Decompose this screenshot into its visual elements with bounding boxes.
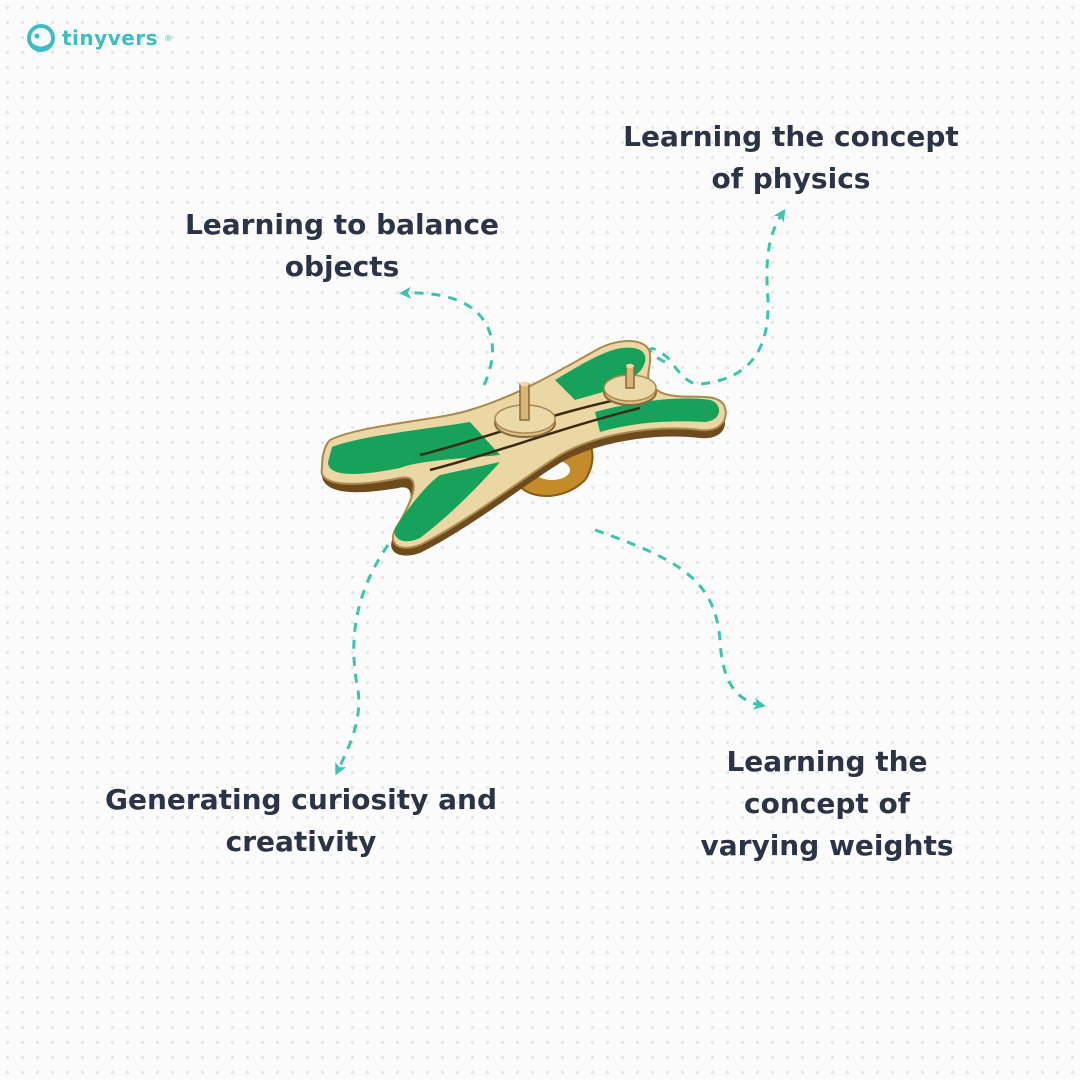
tinyvers-logo-icon — [27, 24, 55, 52]
brand-logo: tinyvers ® — [26, 24, 172, 52]
brand-name: tinyvers — [62, 26, 159, 50]
wooden-balance-toy — [320, 340, 727, 556]
label-varying-weights: Learning the concept of varying weights — [700, 745, 954, 862]
arrow-to-curiosity — [335, 544, 390, 776]
arrow-to-weights — [594, 528, 766, 710]
registered-mark: ® — [164, 33, 173, 43]
label-curiosity-creativity: Generating curiosity and creativity — [105, 783, 497, 858]
label-learning-balance: Learning to balance objects — [184, 208, 500, 283]
arrow-to-physics — [648, 209, 786, 386]
label-learning-physics: Learning the concept of physics — [623, 120, 959, 195]
arrow-to-balance — [399, 286, 494, 386]
